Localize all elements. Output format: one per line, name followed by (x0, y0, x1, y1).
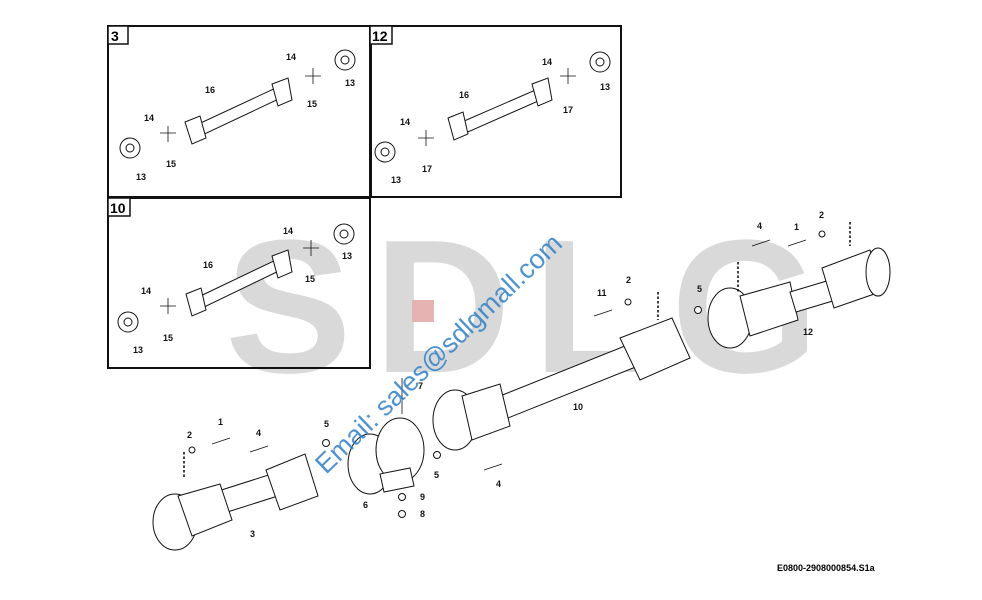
panel-12-frame (369, 25, 622, 198)
panel-3-flange-upper-hub (340, 55, 350, 65)
panel-12-number: 12 (372, 28, 388, 44)
panel-10-cross-lower (160, 298, 176, 314)
bearing-bracket (379, 467, 415, 493)
panel-10-yoke-upper (271, 249, 293, 279)
panel-10-label-14a: 14 (283, 226, 293, 236)
panel-10-tag (107, 197, 131, 217)
panel-12-yoke-upper (531, 77, 553, 107)
yoke-front (177, 483, 233, 537)
panel-12-label-17b: 17 (422, 164, 432, 174)
panel-12-label-17a: 17 (563, 105, 573, 115)
nut-5-rear (694, 306, 702, 314)
panel-3-yoke-lower (184, 115, 207, 145)
panel-12-flange-lower-hub (380, 147, 390, 157)
washer-2-front (188, 446, 196, 454)
panel-12-label-16: 16 (459, 90, 469, 100)
flange-rear (865, 247, 891, 297)
panel-10-label-13b: 13 (133, 345, 143, 355)
yoke-shaft12-front (739, 281, 799, 337)
callout-11: 11 (597, 288, 607, 298)
callout-2-front: 2 (187, 430, 192, 440)
panel-10-label-13a: 13 (342, 251, 352, 261)
panel-3-label-15b: 15 (166, 159, 176, 169)
bolt-4-front (249, 445, 269, 453)
yoke-shaft10-rear (619, 317, 691, 381)
callout-5-rear: 5 (697, 284, 702, 294)
callout-7: 7 (418, 381, 423, 391)
callout-2-mid: 2 (626, 275, 631, 285)
yoke-shaft3-rear (265, 453, 319, 511)
panel-3-cross-lower (160, 126, 176, 142)
panel-12-cross-upper (560, 68, 576, 84)
callout-12: 12 (803, 327, 813, 337)
nut-5-front (322, 439, 330, 447)
panel-3-flange-lower-hub (125, 143, 135, 153)
panel-3-label-14a: 14 (286, 52, 296, 62)
figure-code: E0800-2908000854.S1a (777, 563, 876, 573)
panel-10-label-14b: 14 (141, 286, 151, 296)
panel-10-flange-lower-hub (123, 317, 133, 327)
panel-12-yoke-lower (447, 111, 469, 141)
panel-3-number: 3 (111, 28, 119, 44)
panel-3-label-14b: 14 (144, 113, 154, 123)
yoke-shaft10-front (461, 383, 511, 441)
panel-12-tag (369, 25, 393, 45)
nut-8 (398, 510, 406, 518)
panel-3-label-13b: 13 (136, 172, 146, 182)
callout-2-rear: 2 (819, 210, 824, 220)
panel-10-flange-upper-hub (339, 229, 349, 239)
callout-5-mid: 5 (434, 470, 439, 480)
bolt-1-front (211, 437, 231, 445)
panel-3-cross-upper (305, 68, 321, 84)
detail-panel-10: 10 14 16 15 13 14 15 13 (107, 197, 371, 369)
detail-panel-12: 12 14 16 17 13 14 17 13 (369, 25, 622, 198)
washer-2-mid (624, 298, 632, 306)
panel-10-number: 10 (110, 200, 126, 216)
panel-10-label-15a: 15 (305, 274, 315, 284)
panel-10-yoke-lower (185, 287, 207, 317)
callout-10: 10 (573, 402, 583, 412)
panel-10-cross-upper (303, 240, 319, 256)
callout-6: 6 (363, 500, 368, 510)
callout-4-front: 4 (256, 428, 261, 438)
panel-10-frame (107, 197, 371, 369)
callout-8: 8 (420, 509, 425, 519)
callout-1-rear: 1 (794, 222, 799, 232)
panel-3-label-13a: 13 (345, 78, 355, 88)
logo-red-square (412, 300, 434, 322)
callout-labels: 1 2 4 1 2 5 11 2 12 7 5 10 4 5 9 8 6 3 4 (187, 210, 824, 539)
callout-4-rear: 4 (757, 221, 762, 231)
washer-9 (398, 493, 406, 501)
bolt-1-rear (787, 239, 807, 247)
panel-3-label-15a: 15 (307, 99, 317, 109)
panel-3-yoke-upper (271, 77, 293, 107)
callout-5-front: 5 (324, 419, 329, 429)
callout-4-mid: 4 (496, 479, 501, 489)
panel-10-label-15b: 15 (163, 333, 173, 343)
bolt-4-rear (751, 239, 771, 247)
nut-5-mid (433, 451, 441, 459)
panel-12-label-14b: 14 (400, 117, 410, 127)
washer-2-rear (818, 230, 826, 238)
panel-12-label-14a: 14 (542, 57, 552, 67)
callout-1-front: 1 (218, 417, 223, 427)
main-driveline-assembly (152, 222, 891, 551)
panel-12-flange-upper-hub (595, 57, 605, 67)
detail-panel-3: 3 14 16 15 13 14 15 13 (107, 25, 372, 198)
callout-9: 9 (420, 492, 425, 502)
panel-12-cross-lower (418, 130, 434, 146)
panel-3-tag (107, 25, 129, 45)
panel-10-label-16: 16 (203, 260, 213, 270)
callout-3: 3 (250, 529, 255, 539)
bolt-4-mid (483, 463, 503, 471)
panel-12-label-13a: 13 (600, 82, 610, 92)
panel-12-label-13b: 13 (391, 175, 401, 185)
bolt-11 (593, 309, 613, 317)
panel-3-label-16: 16 (205, 85, 215, 95)
